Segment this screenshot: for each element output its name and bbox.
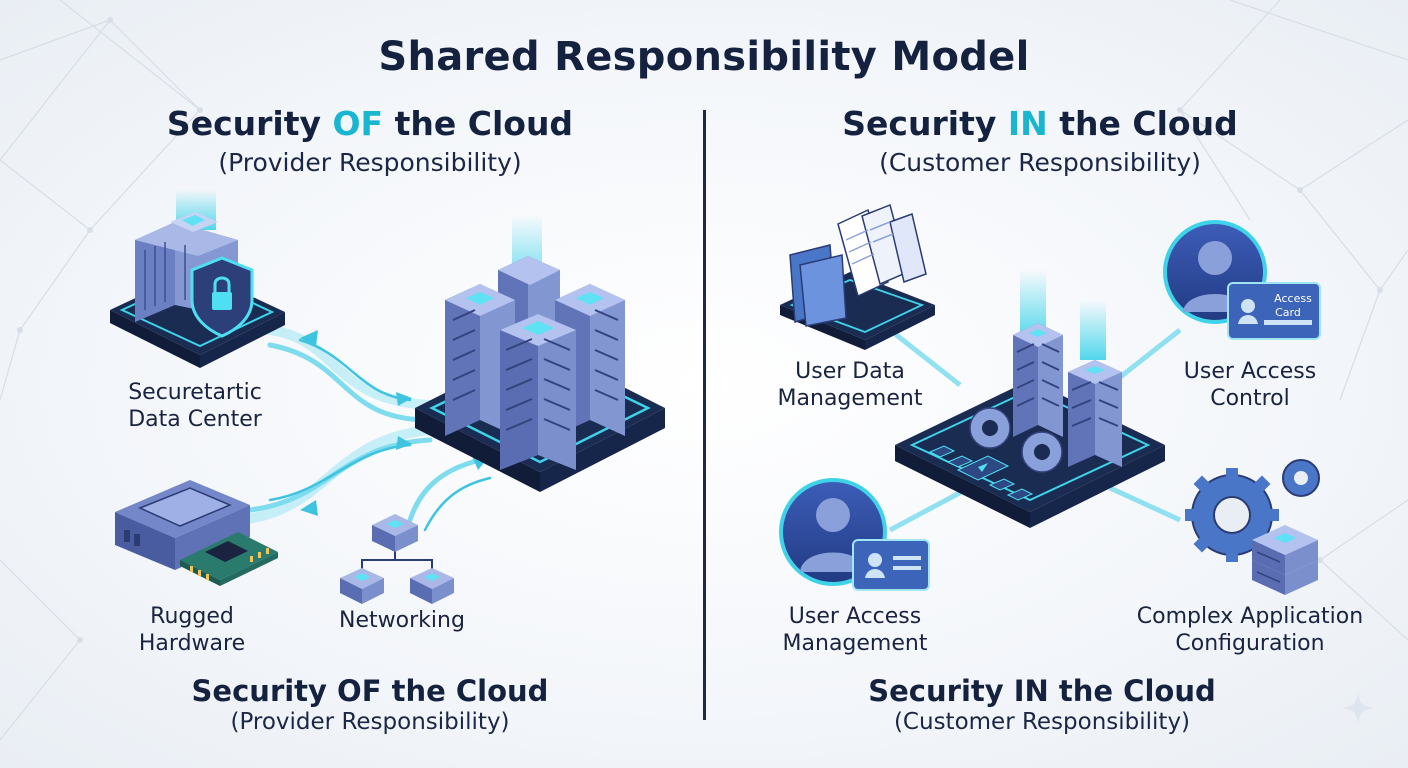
hardware-icon — [115, 480, 278, 586]
label-line: Hardware — [138, 631, 246, 656]
sparkle-icon — [1342, 692, 1374, 724]
label-complex-application-configuration: Complex Application Configuration — [1120, 603, 1380, 657]
secure-data-center-icon — [110, 190, 285, 368]
label-line: Complex Application — [1136, 604, 1364, 629]
label-line: Control — [1210, 386, 1290, 411]
left-subheading: (Provider Responsibility) — [218, 148, 522, 177]
access-card-line2: Card — [1275, 306, 1301, 319]
right-heading-highlight: IN — [1007, 104, 1048, 143]
left-heading: Security OF the Cloud — [60, 104, 680, 143]
left-arrowheads — [300, 330, 488, 516]
label-line: User Data — [795, 359, 905, 384]
right-heading: Security IN the Cloud — [730, 104, 1350, 143]
right-connection-lines — [888, 328, 1182, 533]
label-line: Rugged — [150, 604, 234, 629]
left-footer-subtitle: (Provider Responsibility) — [230, 709, 510, 735]
right-footer-title: Security IN the Cloud — [868, 674, 1216, 708]
label-line: User Access — [788, 604, 922, 629]
left-footer-title: Security OF the Cloud — [191, 674, 549, 708]
label-line: Networking — [339, 608, 465, 633]
label-user-access-management: User Access Management — [755, 603, 955, 657]
gears-servers-icon — [1185, 459, 1320, 595]
label-networking: Networking — [302, 607, 502, 634]
cloud-server-cluster-icon — [415, 215, 665, 492]
label-line: Securetartic — [128, 380, 262, 405]
left-heading-pre: Security — [166, 104, 333, 143]
user-access-card-icon: Access Card — [1163, 220, 1321, 340]
label-user-access-control: User Access Control — [1150, 358, 1350, 412]
label-line: Data Center — [128, 407, 262, 432]
right-subheading: (Customer Responsibility) — [879, 148, 1201, 177]
label-line: Management — [782, 631, 928, 656]
user-id-card-icon — [779, 478, 930, 591]
right-footer-subtitle: (Customer Responsibility) — [893, 709, 1191, 735]
left-heading-highlight: OF — [332, 104, 384, 143]
label-user-data-management: User Data Management — [750, 358, 950, 412]
control-platform-icon — [895, 270, 1165, 528]
label-line: Management — [777, 386, 923, 411]
right-heading-post: the Cloud — [1047, 104, 1238, 143]
label-line: Configuration — [1175, 631, 1325, 656]
label-secure-data-center: Securetartic Data Center — [95, 379, 295, 433]
access-card-line1: Access — [1274, 292, 1312, 305]
left-heading-post: the Cloud — [383, 104, 574, 143]
label-rugged-hardware: Rugged Hardware — [92, 603, 292, 657]
folder-documents-icon — [780, 203, 935, 350]
label-line: User Access — [1183, 359, 1317, 384]
right-heading-pre: Security — [842, 104, 1008, 143]
networking-icon — [340, 514, 454, 604]
page-title: Shared Responsibility Model — [378, 34, 1030, 80]
section-divider — [703, 110, 706, 720]
